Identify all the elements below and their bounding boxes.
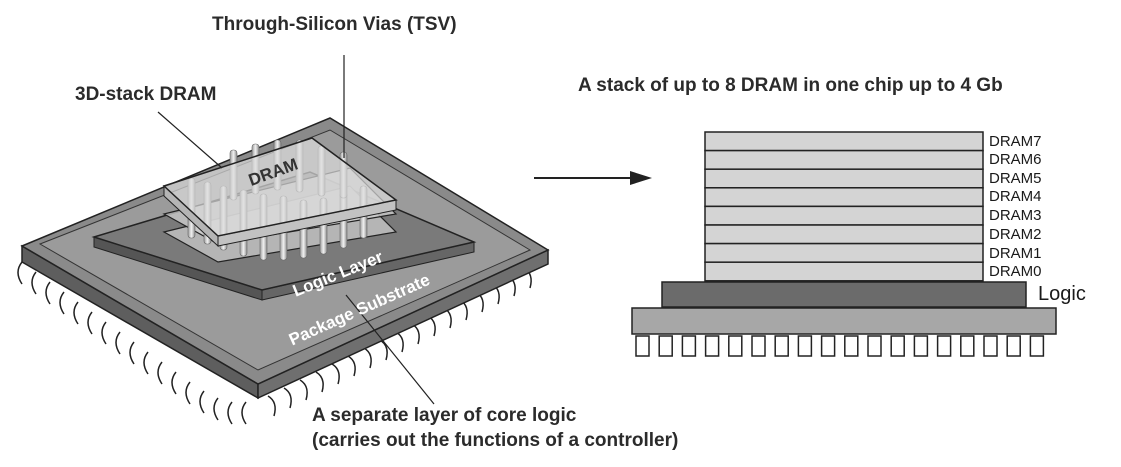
arrow-head <box>630 171 652 185</box>
stack-layer-dram6 <box>704 149 984 170</box>
stack-layer-label-dram6: DRAM6 <box>989 151 1042 168</box>
substrate-pins <box>635 335 1045 357</box>
dram-die-top <box>162 137 398 237</box>
substrate-pin <box>658 335 673 357</box>
substrate-pin <box>1006 335 1021 357</box>
package-pins <box>17 261 532 425</box>
stack-layer-label-dram2: DRAM2 <box>989 226 1042 243</box>
stack-layer-dram4 <box>704 187 984 208</box>
substrate-pin <box>728 335 743 357</box>
stack-layer-label-dram7: DRAM7 <box>989 133 1042 150</box>
stack-layer-label-dram5: DRAM5 <box>989 170 1042 187</box>
tsv-label: Through-Silicon Vias (TSV) <box>212 14 457 35</box>
stack-layer-dram7 <box>704 131 984 152</box>
stack-layer-label-dram1: DRAM1 <box>989 245 1042 262</box>
core-logic-note-line2: (carries out the functions of a controll… <box>312 430 679 451</box>
substrate-pin <box>960 335 975 357</box>
3d-stack-dram-label: 3D-stack DRAM <box>75 84 217 105</box>
stack-layer-dram1 <box>704 242 984 263</box>
substrate-block <box>631 307 1057 335</box>
stack-layer-dram2 <box>704 224 984 245</box>
substrate-pin <box>681 335 697 357</box>
substrate-pin <box>913 335 929 357</box>
substrate-pin <box>797 335 813 357</box>
substrate-pin <box>704 335 720 357</box>
logic-label: Logic <box>1038 283 1086 305</box>
stack-layer-label-dram0: DRAM0 <box>989 263 1042 280</box>
substrate-pin <box>1029 335 1045 357</box>
stack-layer-dram5 <box>704 168 984 189</box>
substrate-pin <box>844 335 859 357</box>
stack-layer-dram0 <box>704 261 984 282</box>
substrate-pin <box>774 335 789 357</box>
stack-layer-label-dram3: DRAM3 <box>989 207 1042 224</box>
stack-layer-label-dram4: DRAM4 <box>989 188 1042 205</box>
substrate-pin <box>635 335 650 357</box>
substrate-pin <box>983 335 998 357</box>
dram-stack <box>704 131 984 282</box>
leader-line-core-logic <box>345 294 435 405</box>
substrate-pin <box>890 335 905 357</box>
stack-layer-dram3 <box>704 205 984 226</box>
substrate-pin <box>751 335 766 357</box>
substrate-pin <box>820 335 836 357</box>
leader-line-3d-dram <box>157 111 223 169</box>
stack-title: A stack of up to 8 DRAM in one chip up t… <box>578 75 1003 96</box>
substrate-pin <box>936 335 952 357</box>
core-logic-note-line1: A separate layer of core logic <box>312 405 577 426</box>
logic-block <box>661 281 1027 308</box>
substrate-pin <box>867 335 882 357</box>
